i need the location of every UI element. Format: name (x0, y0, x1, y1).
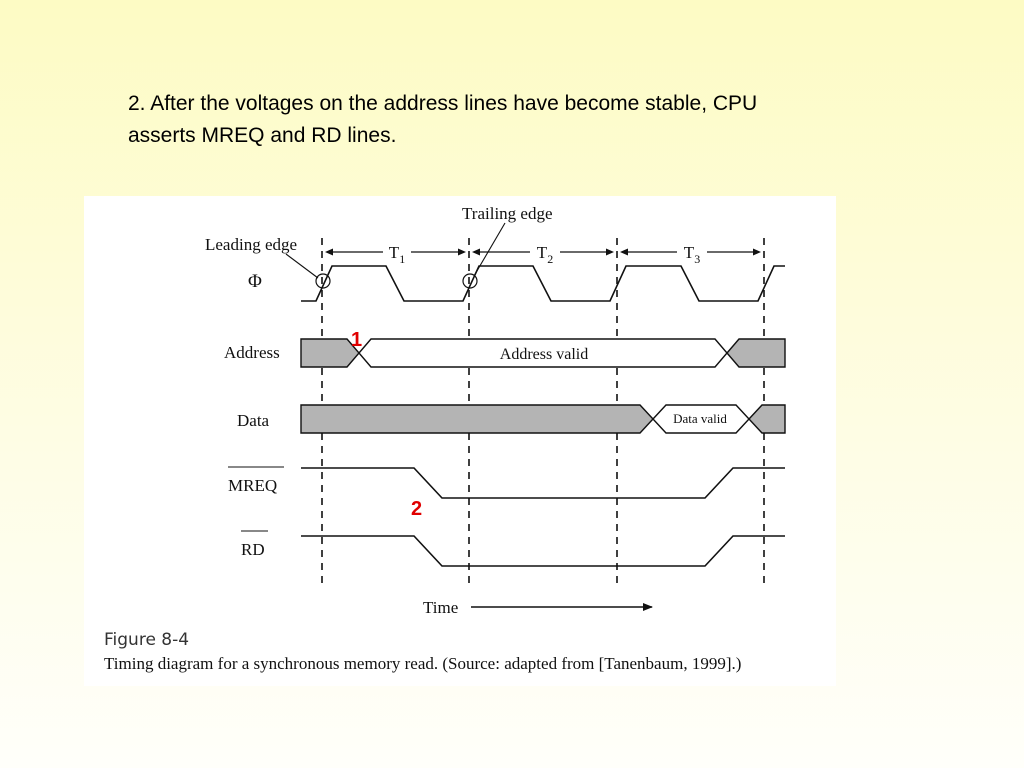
slide-text-line-2: asserts MREQ and RD lines. (128, 124, 397, 147)
figure-caption: Timing diagram for a synchronous memory … (104, 654, 742, 673)
rd-signal-label: RD (241, 540, 265, 559)
leading-edge-circle (315, 273, 331, 289)
slide-body-text: 2. After the voltages on the address lin… (128, 88, 948, 152)
step-marker-1: 1 (351, 329, 362, 351)
trailing-edge-circle (462, 273, 478, 289)
trailing-edge-label: Trailing edge (462, 204, 553, 223)
figure-label: Figure 8-4 (104, 630, 190, 650)
address-valid-label: Address valid (500, 346, 588, 363)
period-t1-label: T1 (389, 243, 405, 266)
clock-signal-label: Φ (248, 271, 262, 292)
mreq-waveform (301, 467, 785, 499)
time-label: Time (423, 598, 458, 617)
rd-waveform (301, 535, 785, 567)
period-arrowheads (325, 248, 761, 256)
data-signal-label: Data (237, 411, 270, 430)
mreq-signal-label: MREQ (228, 476, 277, 495)
period-t3-label: T3 (684, 243, 700, 266)
period-t2-label: T2 (537, 243, 553, 266)
step-marker-2: 2 (411, 498, 422, 520)
address-bus-waveform (300, 338, 786, 368)
timing-diagram-figure: T1 T2 T3 Leading edge Trailing edge Φ Ad… (84, 196, 836, 686)
data-bus-waveform (300, 404, 786, 434)
leading-edge-label: Leading edge (205, 235, 297, 254)
clock-waveform (301, 265, 785, 302)
data-valid-label: Data valid (673, 411, 727, 426)
leading-edge-pointer (285, 253, 319, 279)
slide-text-line-1: 2. After the voltages on the address lin… (128, 92, 758, 115)
address-signal-label: Address (224, 343, 280, 362)
timing-diagram: T1 T2 T3 Leading edge Trailing edge Φ Ad… (205, 204, 786, 617)
